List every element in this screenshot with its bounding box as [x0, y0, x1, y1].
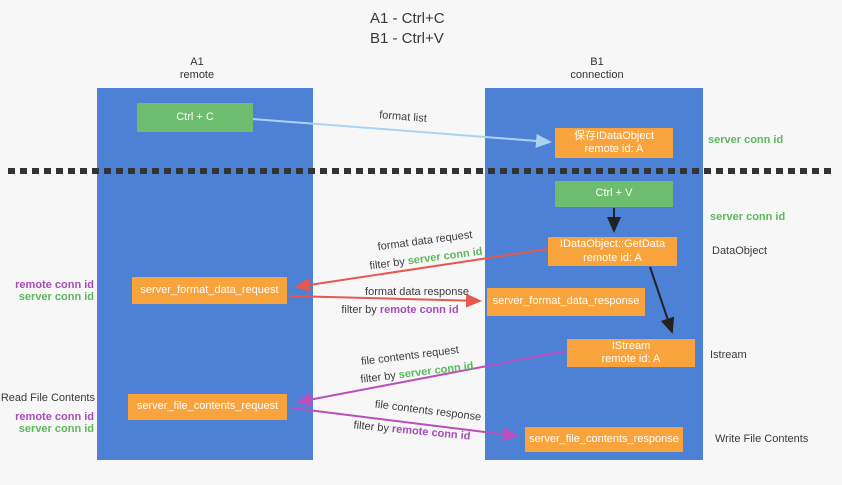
label-write-file-contents: Write File Contents — [715, 433, 809, 445]
label-server-conn-id-top: server conn id — [708, 134, 784, 146]
node-save-idataobject-line2: remote id: A — [584, 143, 644, 155]
lane-b1-subtitle: connection — [570, 69, 624, 81]
node-idataobject-getdata: IDataObject::GetData remote id: A — [548, 237, 677, 266]
title-line-2: B1 - Ctrl+V — [370, 30, 444, 47]
node-ctrl-c-label: Ctrl + C — [176, 110, 214, 123]
node-server-format-data-request: server_format_data_request — [132, 277, 287, 304]
node-save-idataobject: 保存IDataObject remote id: A — [555, 128, 673, 158]
filter-by-text: filter by — [341, 304, 380, 316]
lane-header-a1: A1 remote — [147, 56, 247, 82]
node-format-request-label: server_format_data_request — [140, 283, 279, 296]
file-contents-request-arrow — [296, 350, 567, 407]
label-format-data-response: format data response — [365, 286, 469, 298]
node-server-format-data-response: server_format_data_response — [487, 288, 645, 316]
format-data-response-arrow — [289, 293, 482, 308]
label-istream: Istream — [710, 349, 747, 361]
node-server-file-contents-request: server_file_contents_request — [128, 394, 287, 420]
diagram-title: A1 - Ctrl+C B1 - Ctrl+V — [370, 9, 445, 49]
node-getdata-line1: IDataObject::GetData — [559, 238, 666, 250]
node-file-response-label: server_file_contents_response — [529, 432, 679, 445]
lane-header-b1: B1 connection — [547, 56, 647, 82]
remote-conn-id-text: remote conn id — [379, 304, 459, 316]
node-ctrl-v: Ctrl + V — [555, 181, 673, 207]
file-contents-response-arrow — [291, 407, 519, 442]
machine-separator-dotted-line — [8, 168, 836, 174]
node-ctrl-c: Ctrl + C — [137, 103, 253, 132]
label-remote-conn-id-left-2: remote conn id — [15, 411, 94, 423]
label-read-file-contents: Read File Contents — [0, 392, 95, 404]
node-istream-line1: IStream — [611, 339, 651, 352]
lane-a1-subtitle: remote — [179, 69, 215, 81]
node-ctrl-v-label: Ctrl + V — [595, 187, 633, 200]
node-istream: IStream remote id: A — [567, 339, 695, 367]
format-list-arrow — [252, 118, 552, 148]
label-dataobject: DataObject — [712, 245, 768, 257]
node-istream-line2: remote id: A — [601, 353, 661, 365]
label-remote-conn-id-left-1: remote conn id — [15, 279, 94, 291]
lane-a1-title: A1 — [190, 56, 204, 68]
format-data-request-arrow — [294, 248, 549, 292]
label-server-conn-id-left-1: server conn id — [18, 291, 94, 303]
node-server-file-contents-response: server_file_contents_response — [525, 427, 683, 452]
label-server-conn-id-left-2: server conn id — [18, 423, 94, 435]
node-save-idataobject-line1: 保存IDataObject — [573, 129, 655, 142]
node-file-request-label: server_file_contents_request — [136, 400, 279, 413]
getdata-to-istream-arrow — [649, 266, 675, 334]
node-getdata-line2: remote id: A — [583, 251, 642, 264]
title-line-1: A1 - Ctrl+C — [370, 10, 445, 27]
node-format-response-label: server_format_data_response — [492, 295, 640, 308]
label-server-conn-id-mid: server conn id — [710, 211, 786, 223]
lane-b1-title: B1 — [590, 56, 604, 68]
label-format-data-response-filter: filter by remote conn id — [341, 304, 458, 316]
